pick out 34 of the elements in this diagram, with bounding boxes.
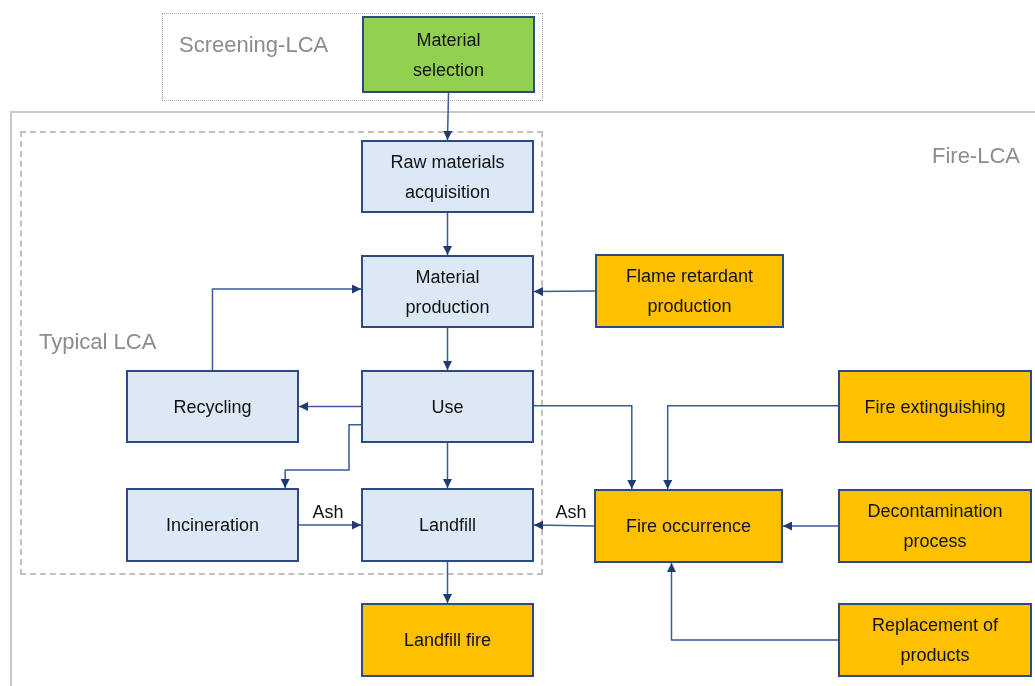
dashed-group-frame: [20, 131, 543, 575]
process-box: Recycling: [126, 370, 299, 443]
group-label: Screening-LCA: [179, 34, 329, 56]
group-label: Typical LCA: [39, 331, 157, 353]
arrow: [667, 562, 839, 641]
dotted-group-frame: [162, 13, 543, 101]
arrow: [443, 442, 452, 489]
process-box: Material production: [361, 255, 534, 328]
arrow: [782, 521, 839, 531]
process-box: Landfill: [361, 488, 534, 562]
group-label: Fire-LCA: [932, 145, 1020, 167]
arrow: [663, 405, 839, 490]
process-box: Fire extinguishing: [838, 370, 1032, 443]
arrow: [443, 327, 452, 371]
arrow: [533, 286, 596, 296]
process-box: Incineration: [126, 488, 299, 562]
process-box: Fire occurrence: [594, 489, 783, 563]
process-box: Decontamination process: [838, 489, 1032, 563]
arrow: [298, 520, 362, 530]
process-box: Raw materials acquisition: [361, 140, 534, 213]
arrow: [211, 284, 362, 371]
arrow: [298, 402, 362, 411]
arrow: [533, 405, 637, 490]
arrow: [280, 424, 362, 489]
arrow: [533, 520, 595, 530]
group-frame: [10, 111, 1035, 686]
process-box: Replacement of products: [838, 603, 1032, 677]
arrow: [443, 561, 452, 604]
process-box: Flame retardant production: [595, 254, 784, 328]
arrow: [443, 92, 453, 141]
arrow: [443, 212, 452, 256]
process-box: Use: [361, 370, 534, 443]
process-box: Landfill fire: [361, 603, 534, 677]
process-box: Material selection: [362, 16, 535, 93]
